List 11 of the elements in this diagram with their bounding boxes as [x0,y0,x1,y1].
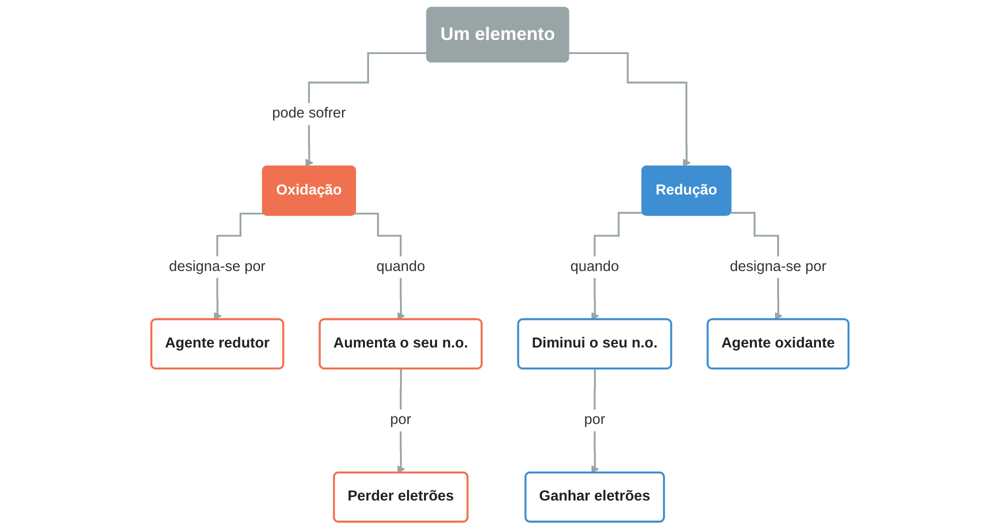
edge-label: por [584,412,606,428]
arrow [397,368,406,474]
edge-label: pode sofrer [272,106,346,122]
edge-label: por [390,412,412,428]
edge-label: quando [376,259,426,275]
arrow [591,368,600,474]
edge-label: designa-se por [730,259,826,275]
arrow [305,52,428,167]
edge-label: quando [570,259,620,275]
arrow [569,52,691,167]
edge-label: designa-se por [169,259,266,275]
